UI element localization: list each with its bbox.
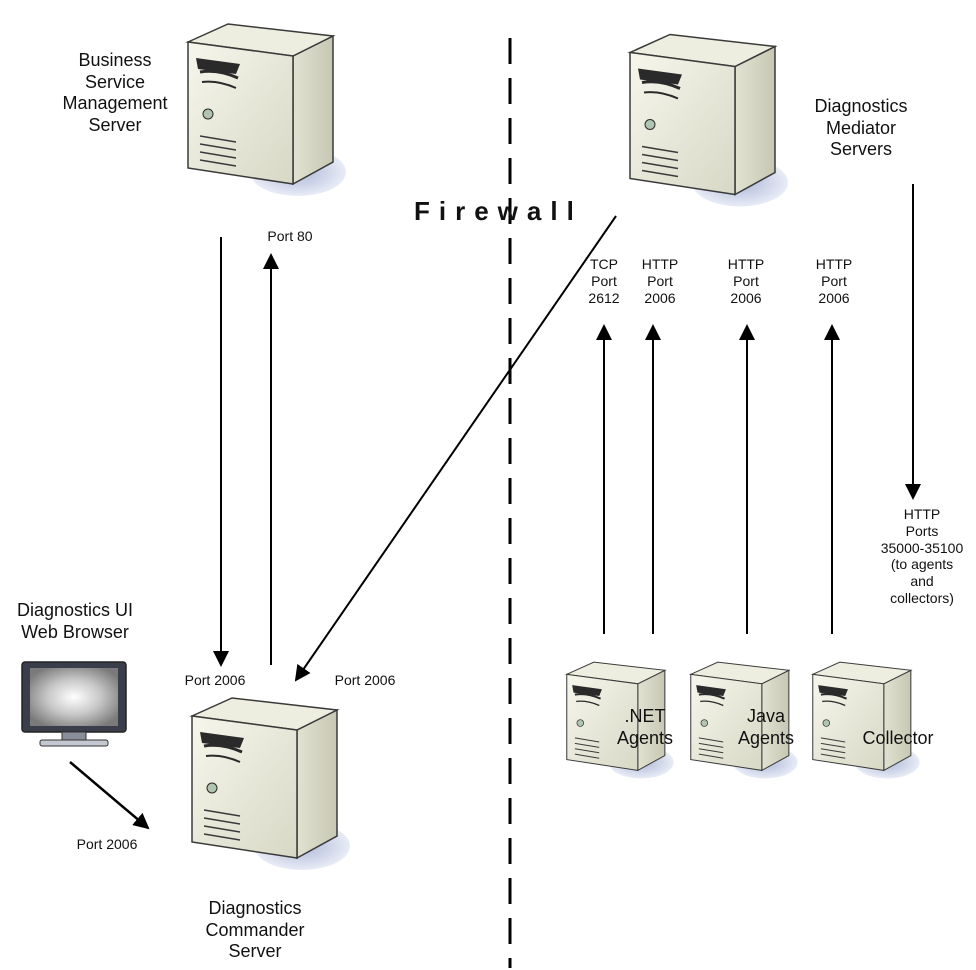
arrow-browser-to-commander: [69, 761, 150, 830]
mediator-server-label: Diagnostics Mediator Servers: [814, 96, 908, 160]
bsm-server-label: Business Service Management Server: [62, 50, 168, 135]
port-2006-commander-left: Port 2006: [184, 672, 246, 688]
commander-server-label: Diagnostics Commander Server: [205, 898, 305, 962]
port-2006-commander-right: Port 2006: [334, 672, 396, 688]
http-port-2006-java-label: HTTP Port 2006: [727, 256, 765, 306]
http-port-2006-collector-label: HTTP Port 2006: [815, 256, 853, 306]
port-80-label: Port 80: [267, 228, 313, 244]
firewall-label: Firewall: [414, 196, 583, 226]
ui-browser-label: Diagnostics UI Web Browser: [16, 600, 134, 642]
http-ports-agents-label: HTTP Ports 35000-35100 (to agents and co…: [880, 506, 964, 606]
net-agents-label: .NET Agents: [616, 706, 674, 748]
arrow-mediator-to-commander: [294, 215, 617, 682]
monitor-icon: [21, 661, 127, 747]
tcp-port-2612-label: TCP Port 2612: [588, 256, 620, 306]
port-2006-browser: Port 2006: [76, 836, 138, 852]
http-port-2006-net-label: HTTP Port 2006: [641, 256, 679, 306]
java-agents-label: Java Agents: [737, 706, 795, 748]
collector-label: Collector: [862, 728, 934, 748]
